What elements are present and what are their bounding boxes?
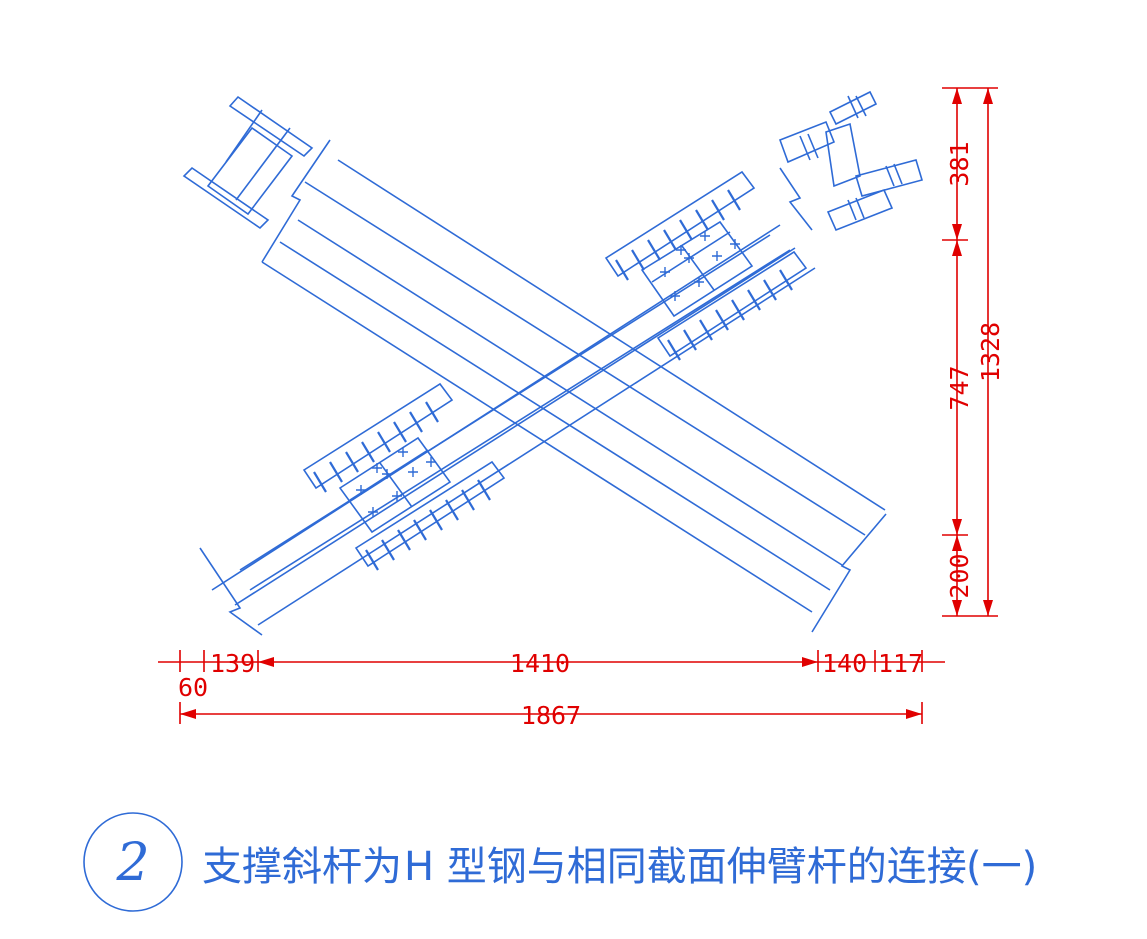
- dim-1410: 1410: [510, 649, 570, 678]
- title-part-2: H 型钢与相同截面伸臂杆的连接: [404, 844, 967, 890]
- h-section-left: [182, 95, 314, 230]
- dim-200: 200: [945, 553, 974, 598]
- title-part-3: (一): [966, 844, 1037, 890]
- dimension-lines: [158, 87, 998, 724]
- dimension-arrows: [180, 88, 993, 719]
- splice-plate-upper: [604, 170, 808, 361]
- dim-1867: 1867: [521, 701, 581, 730]
- dim-747: 747: [945, 365, 974, 410]
- h-section-right: [778, 90, 924, 232]
- detail-number-circle: [83, 812, 183, 912]
- drawing-title: 2 支撑斜杆为 H 型钢与相同截面伸臂杆的连接 (一): [83, 812, 1037, 912]
- splice-plate-lower: [302, 382, 506, 571]
- diagonal-member-b: [199, 167, 816, 636]
- dim-60: 60: [178, 673, 208, 702]
- steel-drawing: [182, 90, 924, 636]
- dim-1328: 1328: [976, 322, 1005, 382]
- diagonal-member-a: [261, 139, 887, 633]
- dim-139: 139: [210, 649, 255, 678]
- dim-117: 117: [878, 649, 923, 678]
- detail-number: 2: [115, 833, 149, 893]
- title-part-1: 支撑斜杆为: [202, 844, 402, 890]
- dim-381: 381: [945, 141, 974, 186]
- dim-140: 140: [822, 649, 867, 678]
